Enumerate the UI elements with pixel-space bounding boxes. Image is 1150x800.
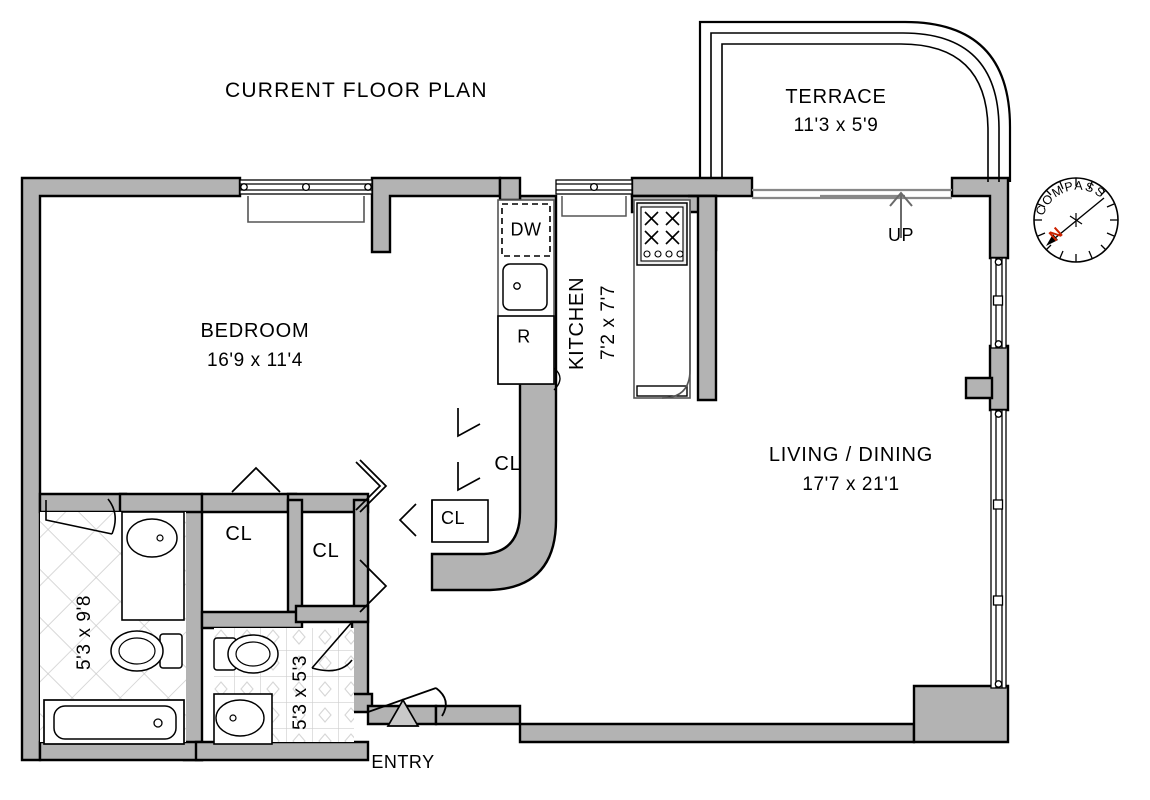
- interior-outlines: [39, 196, 717, 494]
- bath-door-swing: [45, 498, 116, 535]
- room-dims-living-dining: 17'7 x 21'1: [802, 474, 900, 495]
- toilet-icon-2: [213, 634, 279, 674]
- room-label-living-dining: LIVING / DINING: [768, 444, 934, 466]
- entry-door: [367, 687, 447, 717]
- bath2-door-swing: [311, 621, 353, 672]
- toilet-icon: [110, 630, 183, 672]
- sink-icon-2: [213, 693, 273, 745]
- closet-label-small: CL: [440, 508, 466, 528]
- appliance-label-dishwasher: DW: [510, 219, 542, 240]
- compass-rose: [1033, 177, 1119, 263]
- room-label-terrace: TERRACE: [785, 86, 887, 108]
- page-title: CURRENT FLOOR PLAN: [225, 79, 488, 102]
- up-label: UP: [887, 225, 915, 245]
- kitchen-sink-icon: [502, 263, 548, 311]
- appliance-label-refrigerator: R: [517, 326, 531, 347]
- kitchen-fixtures: [497, 199, 691, 399]
- dishwasher-icon: [501, 203, 551, 257]
- terrace-outline: [698, 20, 1012, 182]
- closet-label-hall-upper: CL: [494, 453, 522, 475]
- entry-label: ENTRY: [371, 752, 435, 772]
- hall-closet-outlines: [431, 499, 489, 543]
- kitchen-window: [555, 179, 633, 217]
- refrigerator-icon: [497, 315, 555, 385]
- bathroom-second: [213, 621, 354, 745]
- bathtub-icon: [43, 699, 185, 745]
- room-dims-bedroom: 16'9 x 11'4: [207, 350, 303, 371]
- room-dims-kitchen: 7'2 x 7'7: [598, 285, 619, 360]
- room-dims-terrace: 11'3 x 5'9: [793, 115, 879, 136]
- entry-marker-icon: [386, 698, 420, 727]
- bedroom-window: [239, 179, 373, 223]
- bathroom-master: [40, 498, 186, 745]
- terrace-door: [752, 188, 952, 200]
- closet-door-swings: [231, 408, 481, 613]
- room-label-bedroom: BEDROOM: [200, 320, 310, 342]
- sink-icon: [126, 518, 178, 558]
- closet-label-mid: CL: [312, 540, 340, 562]
- terrace-outline-inner: [710, 32, 1000, 182]
- room-dims-bath-second: 5'3 x 5'3: [290, 655, 311, 730]
- up-arrow-icon: [889, 191, 913, 238]
- closet-label-left: CL: [225, 523, 253, 545]
- window-wall-right: [990, 257, 1007, 689]
- room-label-kitchen: KITCHEN: [566, 276, 588, 370]
- room-dims-bath-master: 5'3 x 9'8: [74, 595, 95, 670]
- range-icon: [636, 202, 688, 266]
